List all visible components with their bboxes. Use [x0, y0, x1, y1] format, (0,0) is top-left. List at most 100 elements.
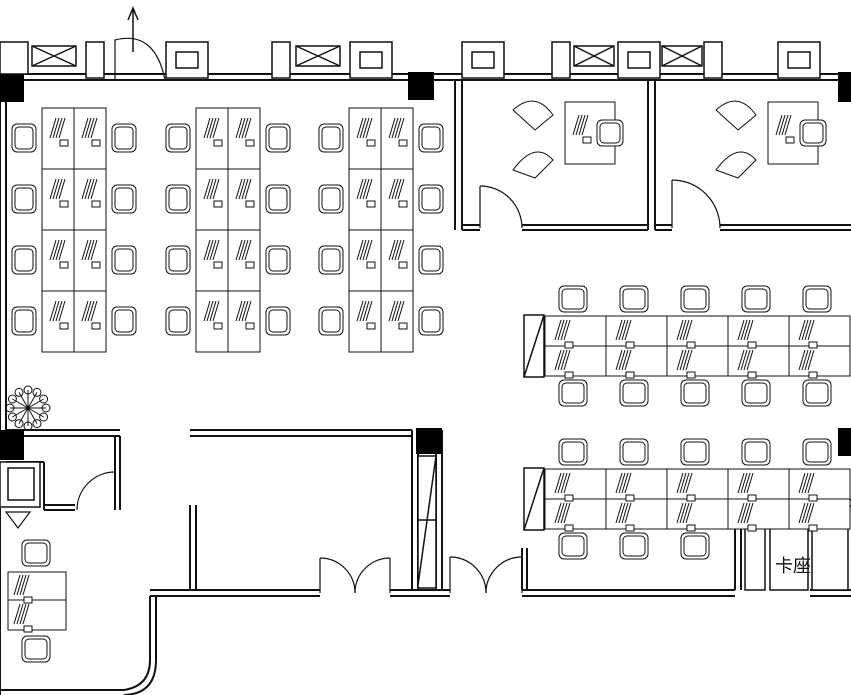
chair	[265, 184, 291, 214]
chair	[165, 306, 191, 336]
chair	[165, 245, 191, 275]
chair	[21, 539, 51, 567]
desk	[348, 168, 382, 231]
chair	[741, 438, 771, 466]
door-swing-icon	[319, 557, 356, 594]
computer-icon	[235, 117, 255, 147]
chair	[619, 379, 649, 407]
computer-icon	[775, 114, 795, 144]
computer-icon	[554, 472, 574, 502]
computer-icon	[676, 349, 696, 379]
computer-icon	[49, 117, 69, 147]
chair	[512, 151, 554, 179]
window-frame	[551, 41, 571, 79]
computer-icon	[388, 117, 408, 147]
door-swing-icon	[114, 37, 166, 81]
desk	[227, 168, 261, 231]
computer-icon	[676, 472, 696, 502]
chair	[715, 151, 757, 179]
desk	[544, 498, 607, 530]
chair	[715, 100, 757, 131]
computer-icon	[235, 300, 255, 330]
computer-icon	[49, 178, 69, 208]
desk	[605, 498, 668, 530]
chair	[680, 438, 710, 466]
pillar	[416, 428, 442, 454]
desk	[380, 290, 414, 353]
desk	[727, 498, 790, 530]
desk	[227, 290, 261, 353]
desk	[666, 468, 729, 500]
desk	[788, 345, 851, 377]
desk	[727, 345, 790, 377]
window-frame	[349, 41, 393, 79]
desk	[348, 107, 382, 170]
computer-icon	[798, 349, 818, 379]
desk	[380, 168, 414, 231]
chair	[111, 123, 137, 153]
chair	[418, 245, 444, 275]
window-frame	[461, 41, 505, 79]
chair	[11, 306, 37, 336]
computer-icon	[615, 502, 635, 532]
computer-icon	[356, 117, 376, 147]
desk	[41, 168, 75, 231]
desk	[666, 345, 729, 377]
desk	[544, 345, 607, 377]
chair	[165, 184, 191, 214]
computer-icon	[81, 239, 101, 269]
chair	[318, 306, 344, 336]
chair	[11, 245, 37, 275]
chair	[418, 184, 444, 214]
desk	[666, 498, 729, 530]
chair	[619, 532, 649, 560]
chair	[111, 306, 137, 336]
furniture	[7, 100, 851, 663]
desk	[73, 290, 107, 353]
window-frame	[777, 41, 821, 79]
desk	[41, 290, 75, 353]
arrow-icon	[127, 6, 139, 52]
chair	[558, 379, 588, 407]
desk	[7, 571, 67, 601]
walls	[0, 73, 851, 695]
chair	[318, 123, 344, 153]
chair	[619, 438, 649, 466]
computer-icon	[615, 472, 635, 502]
chair	[680, 532, 710, 560]
chair	[265, 245, 291, 275]
desk	[227, 107, 261, 170]
door-swing-icon	[4, 511, 32, 529]
chair	[265, 123, 291, 153]
door-swing-icon	[671, 179, 721, 229]
pillar	[408, 72, 434, 100]
chair	[558, 532, 588, 560]
computer-icon	[572, 114, 592, 144]
chair	[318, 245, 344, 275]
computer-icon	[676, 319, 696, 349]
desk	[195, 290, 229, 353]
desk	[41, 107, 75, 170]
desk	[788, 498, 851, 530]
door-swing-icon	[354, 557, 391, 594]
computer-icon	[798, 502, 818, 532]
desk	[195, 107, 229, 170]
computer-icon	[81, 300, 101, 330]
chair	[619, 285, 649, 313]
chair	[558, 438, 588, 466]
chair	[21, 635, 51, 663]
chair	[11, 123, 37, 153]
desk	[666, 315, 729, 347]
computer-icon	[554, 349, 574, 379]
chair	[318, 184, 344, 214]
chair	[165, 123, 191, 153]
computer-icon	[798, 472, 818, 502]
pillar	[838, 428, 851, 456]
chair	[558, 285, 588, 313]
pillar	[0, 72, 24, 102]
door-swing-icon	[485, 556, 523, 594]
computer-icon	[13, 574, 33, 604]
computer-icon	[235, 178, 255, 208]
computer-icon	[203, 300, 223, 330]
chair	[680, 379, 710, 407]
